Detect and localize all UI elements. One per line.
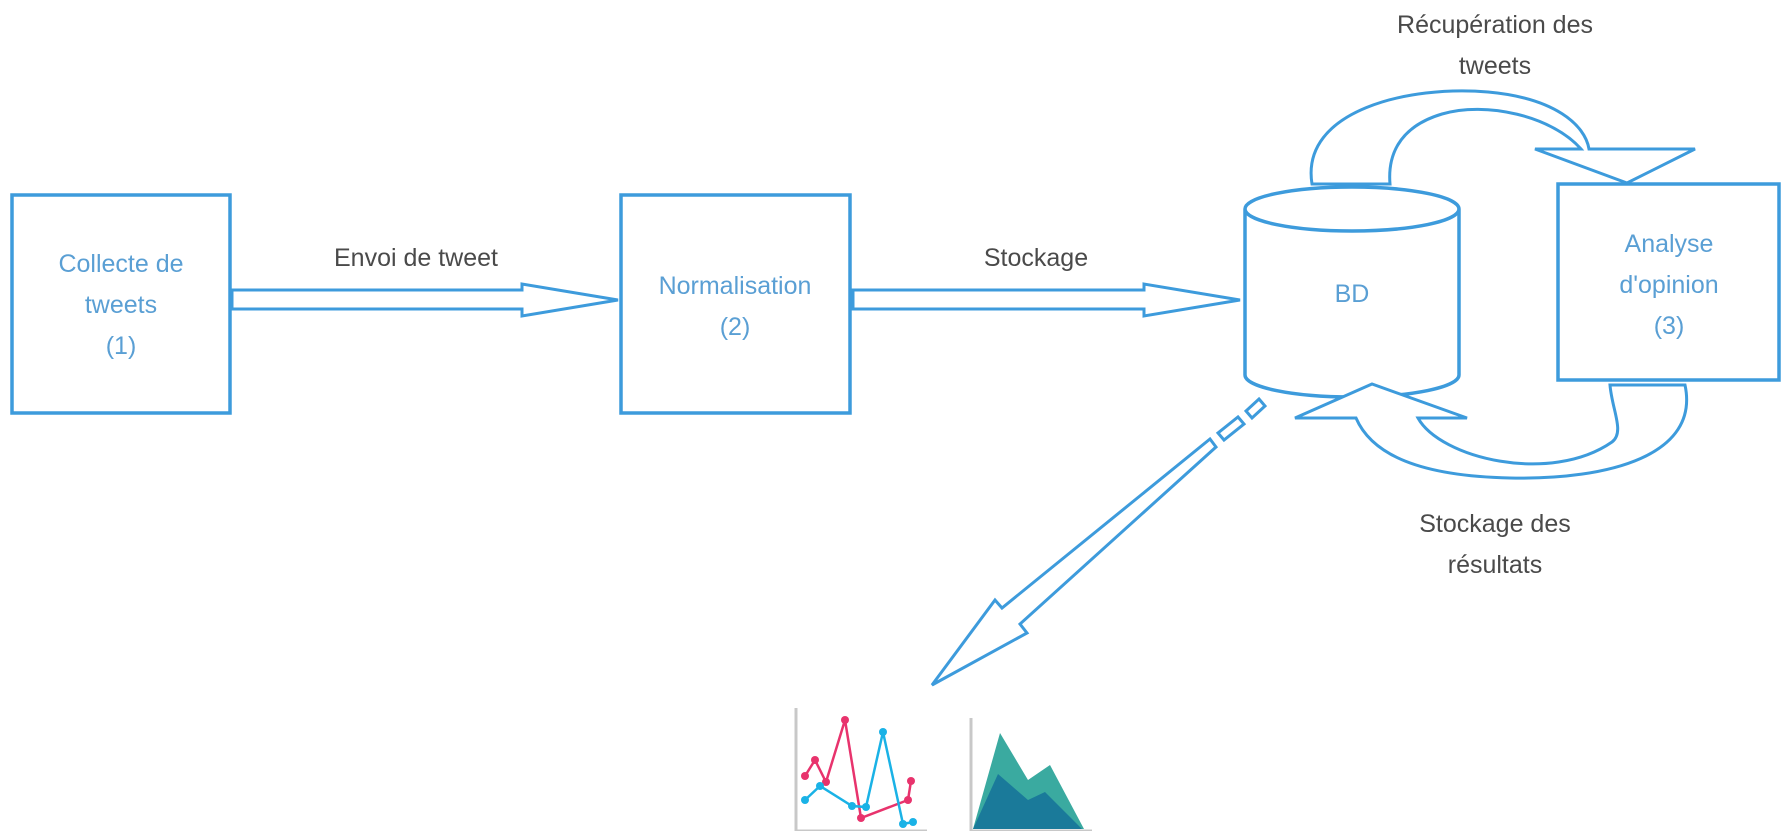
area-chart-axis — [969, 718, 1092, 831]
node-analyse-label-line-1: Analyse — [1625, 230, 1714, 258]
node-collecte-label: Collecte de tweets (1) — [58, 250, 183, 360]
edge-recuperation-label: Récupération des tweets — [1397, 11, 1593, 80]
node-bd-label: BD — [1335, 280, 1370, 308]
node-collecte-label-line-1: Collecte de — [58, 250, 183, 278]
edge-stockage-label-line-1: Stockage — [984, 244, 1088, 272]
pencil-icon — [930, 396, 1268, 687]
area-chart-icon — [969, 718, 1092, 831]
edge-recuperation-label-line-2: tweets — [1459, 52, 1531, 80]
pencil-tip — [1243, 396, 1268, 421]
node-normalisation-label: Normalisation (2) — [659, 272, 812, 341]
node-bd-label-line-1: BD — [1335, 280, 1370, 308]
arrow-recuperation — [1309, 89, 1696, 186]
edge-envoi-label-line-1: Envoi de tweet — [334, 244, 498, 272]
node-normalisation-label-line-1: Normalisation — [659, 272, 812, 300]
pencil-body — [930, 436, 1219, 687]
node-collecte-label-line-2: tweets — [85, 291, 157, 319]
node-normalisation-label-line-2: (2) — [720, 313, 751, 341]
edge-stockage-label: Stockage — [984, 244, 1088, 272]
edge-stockage-resultats-label-line-2: résultats — [1448, 551, 1542, 579]
line-chart-axis — [794, 708, 927, 831]
node-analyse-label-line-2: d'opinion — [1619, 271, 1718, 299]
node-analyse-label: Analyse d'opinion (3) — [1619, 230, 1718, 340]
node-collecte[interactable]: Collecte de tweets (1) — [10, 193, 232, 415]
line-chart-series-pink — [803, 719, 913, 820]
node-collecte-label-line-3: (1) — [106, 332, 137, 360]
arrow-stockage-resultats — [1294, 382, 1689, 480]
edge-stockage-resultats-label: Stockage des résultats — [1419, 510, 1571, 579]
node-analyse[interactable]: Analyse d'opinion (3) — [1556, 182, 1781, 382]
pencil-ferrule — [1215, 414, 1247, 443]
arrow-envoi — [230, 282, 619, 318]
node-bd[interactable]: BD — [1243, 185, 1461, 399]
edge-stockage-resultats-label-line-1: Stockage des — [1419, 510, 1571, 538]
edge-recuperation-label-line-1: Récupération des — [1397, 11, 1593, 39]
area-chart-front — [973, 774, 1082, 829]
edge-envoi-label: Envoi de tweet — [334, 244, 498, 272]
arrow-stockage — [851, 282, 1241, 318]
node-normalisation[interactable]: Normalisation (2) — [619, 193, 852, 415]
line-chart-icon — [794, 708, 927, 831]
node-analyse-label-line-3: (3) — [1654, 312, 1685, 340]
